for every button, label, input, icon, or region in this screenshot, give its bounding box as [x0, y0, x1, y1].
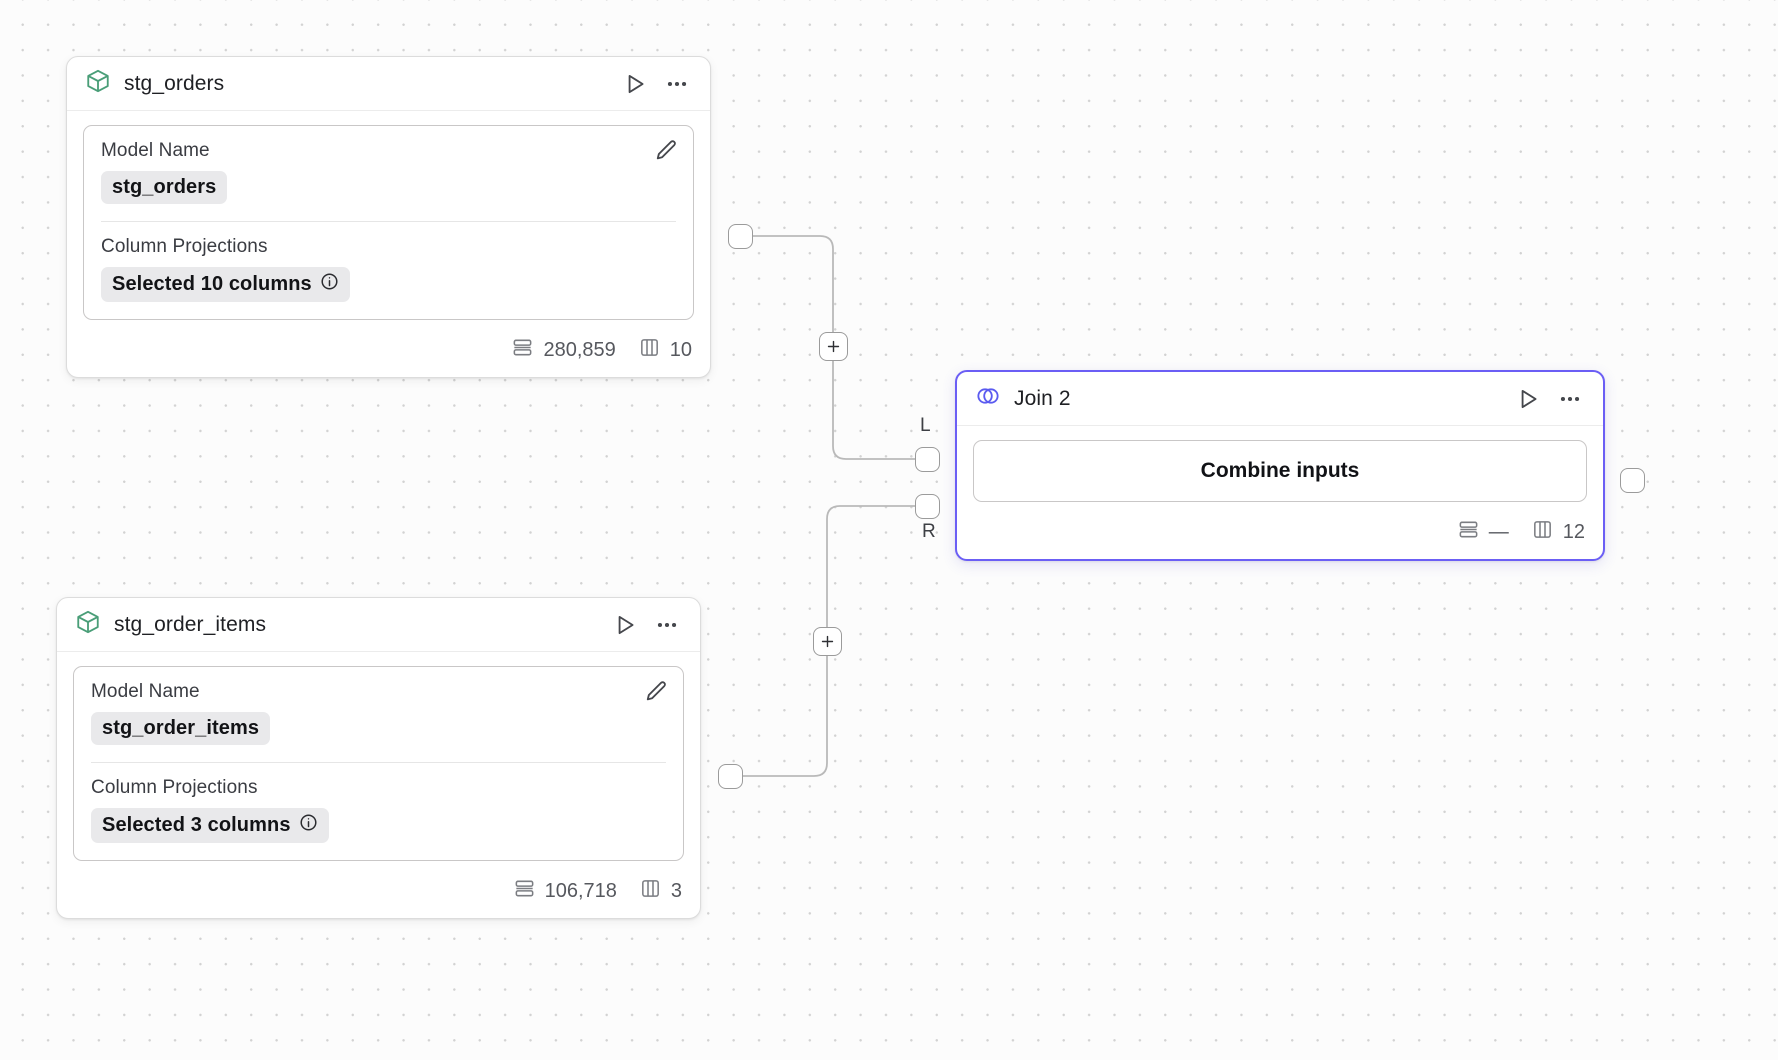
output-handle-stg-order-items[interactable]: [718, 764, 743, 789]
cube-icon: [75, 609, 101, 640]
node-join-2[interactable]: Join 2 Combine inputs: [955, 370, 1605, 561]
node-title: stg_order_items: [114, 612, 267, 636]
info-icon[interactable]: [299, 813, 318, 838]
node-header: stg_order_items: [57, 598, 700, 652]
add-node-button-edge-2[interactable]: [813, 627, 842, 656]
field-label-model-name: Model Name: [101, 140, 210, 161]
column-projections-chip[interactable]: Selected 3 columns: [91, 808, 329, 843]
columns-icon: [639, 877, 662, 906]
rows-value: —: [1488, 521, 1509, 543]
column-count-stat: 10: [638, 336, 692, 365]
rows-icon: [513, 877, 536, 906]
field-label-model-name: Model Name: [91, 681, 200, 702]
node-stg-order-items[interactable]: stg_order_items: [56, 597, 701, 919]
input-handle-join-left[interactable]: [915, 447, 940, 472]
field-label-column-projections: Column Projections: [101, 236, 268, 257]
model-name-value: stg_order_items: [102, 717, 260, 739]
join-circles-icon: [975, 383, 1001, 414]
rows-icon: [1457, 518, 1480, 547]
node-body: Model Name stg_orders Column Projections…: [67, 111, 710, 330]
node-title: stg_orders: [124, 71, 225, 95]
run-icon[interactable]: [622, 71, 648, 97]
more-options-icon[interactable]: [654, 612, 680, 638]
field-label-column-projections: Column Projections: [91, 777, 258, 798]
model-name-value: stg_orders: [112, 176, 217, 198]
divider: [91, 762, 666, 763]
node-footer: — 12: [957, 512, 1603, 559]
model-name-chip[interactable]: stg_orders: [101, 171, 228, 204]
node-footer: 106,718 3: [57, 871, 700, 918]
output-handle-stg-orders[interactable]: [728, 224, 753, 249]
run-icon[interactable]: [612, 612, 638, 638]
model-config-card: Model Name stg_order_items Column Projec…: [73, 666, 684, 861]
row-count-stat: —: [1457, 518, 1509, 547]
node-body: Combine inputs: [957, 426, 1603, 512]
column-projections-value: Selected 3 columns: [102, 814, 291, 836]
divider: [101, 221, 676, 222]
row-count-stat: 106,718: [513, 877, 617, 906]
model-name-chip[interactable]: stg_order_items: [91, 712, 271, 745]
more-options-icon[interactable]: [1557, 386, 1583, 412]
output-handle-join[interactable]: [1620, 468, 1645, 493]
rows-icon: [511, 336, 534, 365]
info-icon[interactable]: [320, 272, 339, 297]
input-handle-join-right[interactable]: [915, 494, 940, 519]
combine-inputs-button[interactable]: Combine inputs: [973, 440, 1587, 502]
row-count-stat: 280,859: [511, 336, 616, 365]
model-config-card: Model Name stg_orders Column Projections…: [83, 125, 694, 320]
combine-inputs-label: Combine inputs: [1200, 459, 1360, 482]
columns-icon: [1531, 518, 1554, 547]
node-header: stg_orders: [67, 57, 710, 111]
rows-value: 106,718: [544, 880, 617, 902]
more-options-icon[interactable]: [664, 71, 690, 97]
port-label-right: R: [922, 521, 936, 542]
edit-pencil-icon[interactable]: [643, 679, 669, 710]
column-projections-chip[interactable]: Selected 10 columns: [101, 267, 350, 302]
add-node-button-edge-1[interactable]: [819, 332, 848, 361]
node-stg-orders[interactable]: stg_orders: [66, 56, 711, 378]
column-count-stat: 3: [639, 877, 682, 906]
node-title: Join 2: [1014, 386, 1071, 410]
columns-value: 12: [1562, 521, 1585, 543]
node-body: Model Name stg_order_items Column Projec…: [57, 652, 700, 871]
column-count-stat: 12: [1531, 518, 1585, 547]
edit-pencil-icon[interactable]: [653, 138, 679, 169]
node-header: Join 2: [957, 372, 1603, 426]
columns-value: 3: [670, 880, 682, 902]
columns-icon: [638, 336, 661, 365]
column-projections-value: Selected 10 columns: [112, 273, 312, 295]
run-icon[interactable]: [1515, 386, 1541, 412]
cube-icon: [85, 68, 111, 99]
node-footer: 280,859 10: [67, 330, 710, 377]
columns-value: 10: [669, 339, 692, 361]
rows-value: 280,859: [543, 339, 616, 361]
port-label-left: L: [920, 415, 931, 436]
